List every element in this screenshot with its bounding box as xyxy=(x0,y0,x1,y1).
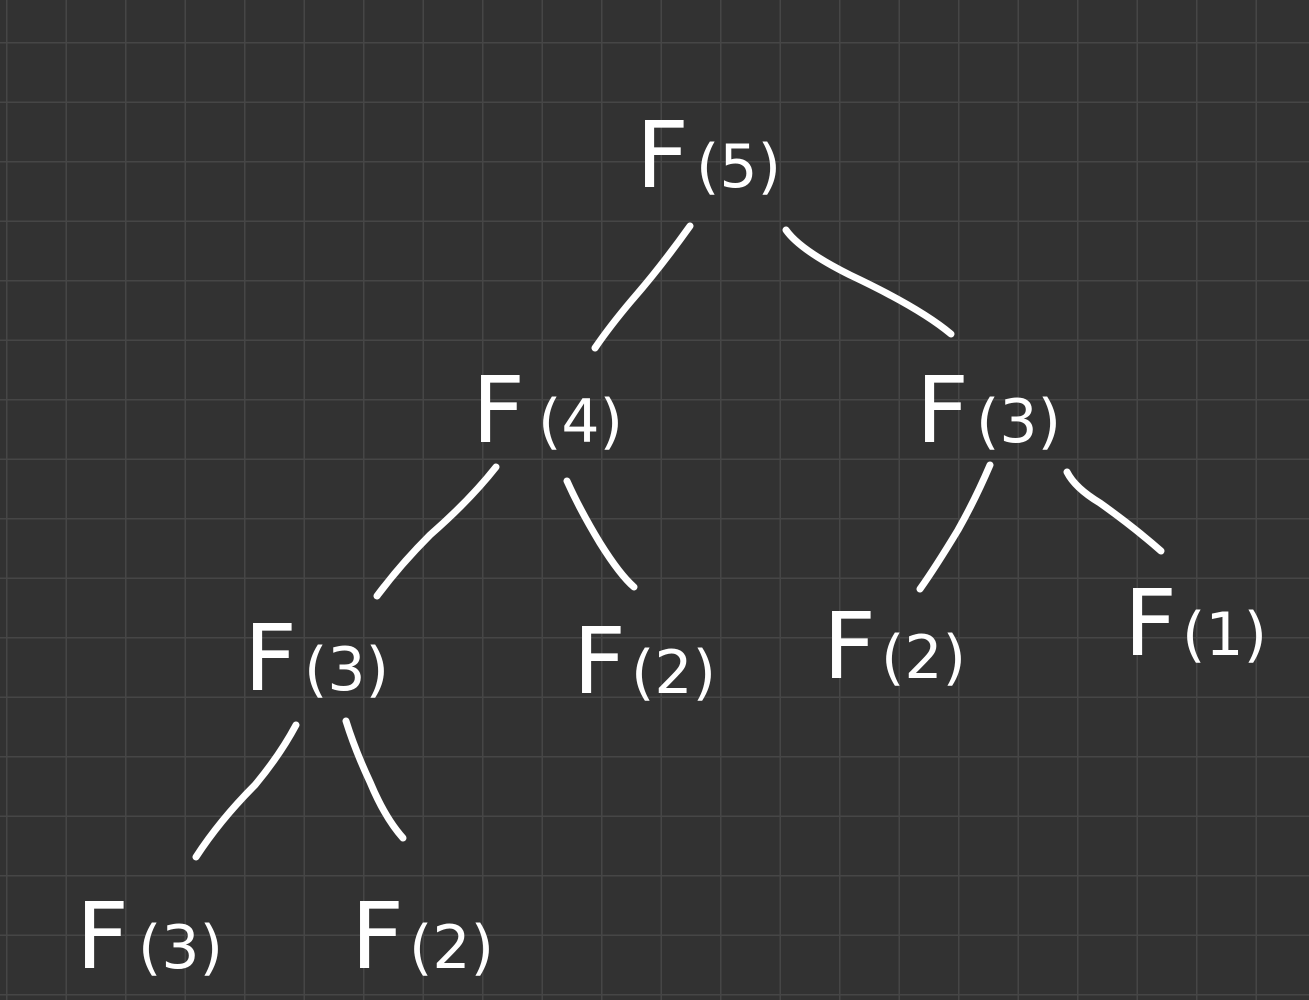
node-f3-bottom-argument: (3) xyxy=(138,913,223,983)
edge-n4-n8 xyxy=(192,721,300,861)
node-f4-function: F xyxy=(472,357,525,464)
edge-n3-n7 xyxy=(1063,468,1165,555)
edge-n1-n2 xyxy=(591,222,694,352)
edge-n2-n4 xyxy=(373,463,500,600)
edge-n3-n6 xyxy=(916,461,994,593)
edge-n1-n3 xyxy=(782,226,955,338)
node-f2-b-function: F xyxy=(823,593,876,700)
node-f5-argument: (5) xyxy=(696,132,781,202)
node-f2-a-argument: (2) xyxy=(631,638,716,708)
node-f3-right: F (3) xyxy=(916,357,1061,464)
edge-n2-n5 xyxy=(563,477,638,591)
node-f4-argument: (4) xyxy=(538,387,623,457)
node-f2-a: F (2) xyxy=(573,608,716,715)
node-f5-function: F xyxy=(636,102,689,209)
node-f3-left-function: F xyxy=(244,605,297,712)
node-f3-right-function: F xyxy=(916,357,969,464)
node-f2-bottom-function: F xyxy=(351,883,404,990)
node-f3-right-argument: (3) xyxy=(976,387,1061,457)
node-f3-bottom-function: F xyxy=(76,883,129,990)
tree-edges xyxy=(192,222,1165,861)
edge-n4-n9 xyxy=(342,717,407,842)
node-f2-b-argument: (2) xyxy=(881,623,966,693)
node-f3-left: F (3) xyxy=(244,605,389,712)
node-f1: F (1) xyxy=(1124,570,1267,677)
node-f2-b: F (2) xyxy=(823,593,966,700)
node-f1-function: F xyxy=(1124,570,1177,677)
node-f2-bottom-argument: (2) xyxy=(409,913,494,983)
node-f1-argument: (1) xyxy=(1182,600,1267,670)
node-f2-a-function: F xyxy=(573,608,626,715)
node-f3-bottom: F (3) xyxy=(76,883,223,990)
node-f2-bottom: F (2) xyxy=(351,883,494,990)
node-f4: F (4) xyxy=(472,357,623,464)
node-f5: F (5) xyxy=(636,102,781,209)
tree-nodes: F (5) F (4) F (3) F (3) F (2) F (2) xyxy=(76,102,1267,990)
node-f3-left-argument: (3) xyxy=(304,635,389,705)
